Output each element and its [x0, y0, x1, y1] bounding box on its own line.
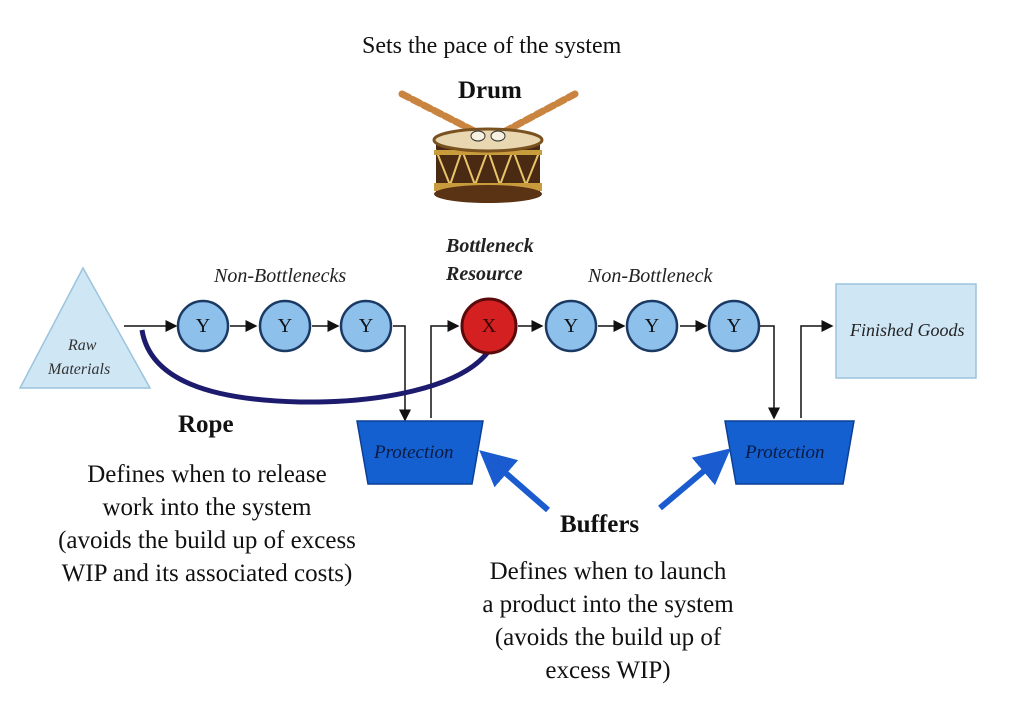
- rope-title: Rope: [178, 411, 234, 438]
- finished-goods-label: Finished Goods: [850, 320, 965, 340]
- node-label-y3: Y: [358, 315, 374, 337]
- protection-buffer-right: [724, 420, 855, 485]
- buffers-desc-line-2: a product into the system: [482, 591, 734, 618]
- protection-buffer-left: [356, 420, 484, 485]
- raw-materials-label-line2: Materials: [48, 361, 111, 378]
- buffer-arrow-left: [479, 450, 550, 513]
- node-label-y1: Y: [195, 315, 211, 337]
- bottleneck-label-line2: Resource: [446, 263, 523, 285]
- raw-materials-label-line1: Raw: [68, 337, 97, 354]
- buffers-title: Buffers: [560, 511, 640, 538]
- node-label-y4: Y: [563, 315, 579, 337]
- bottleneck-node: [460, 297, 518, 355]
- raw-materials-triangle: [18, 266, 152, 389]
- protection-left-label: Protection: [374, 442, 454, 463]
- rope-description: Defines when to release work into the sy…: [48, 458, 366, 590]
- node-label-y5: Y: [644, 315, 660, 337]
- buffer-arrow-right: [658, 448, 731, 511]
- rope-curve: [139, 329, 490, 405]
- non-bottleneck-node-5: [625, 299, 679, 353]
- rope-desc-line-4: WIP and its associated costs): [61, 560, 353, 587]
- protection-right-label: Protection: [745, 442, 825, 463]
- drum-icon: [398, 90, 579, 203]
- non-bottleneck-node-3: [339, 299, 393, 353]
- bottleneck-label-line1: Bottleneck: [446, 235, 534, 257]
- rope-desc-line-3: (avoids the build up of excess: [58, 527, 356, 554]
- rope-desc-line-2: work into the system: [102, 494, 312, 521]
- rope-desc-line-1: Defines when to release: [87, 461, 327, 488]
- non-bottleneck-node-4: [544, 299, 598, 353]
- finished-goods-box: [835, 283, 977, 379]
- node-label-x: X: [481, 315, 497, 337]
- drum-subtitle: Sets the pace of the system: [362, 33, 622, 59]
- node-label-y2: Y: [277, 315, 293, 337]
- node-label-y6: Y: [726, 315, 742, 337]
- buffers-desc-line-3: (avoids the build up of: [494, 624, 722, 651]
- non-bottlenecks-label: Non-Bottlenecks: [214, 265, 347, 287]
- non-bottleneck-label: Non-Bottleneck: [588, 265, 713, 287]
- drum-title: Drum: [458, 77, 522, 104]
- buffers-description: Defines when to launch a product into th…: [458, 555, 758, 687]
- non-bottleneck-node-1: [176, 299, 230, 353]
- buffers-desc-line-4: excess WIP): [545, 657, 671, 684]
- non-bottleneck-node-6: [707, 299, 761, 353]
- flow-lines: [124, 320, 834, 422]
- non-bottleneck-node-2: [258, 299, 312, 353]
- buffers-desc-line-1: Defines when to launch: [489, 558, 727, 585]
